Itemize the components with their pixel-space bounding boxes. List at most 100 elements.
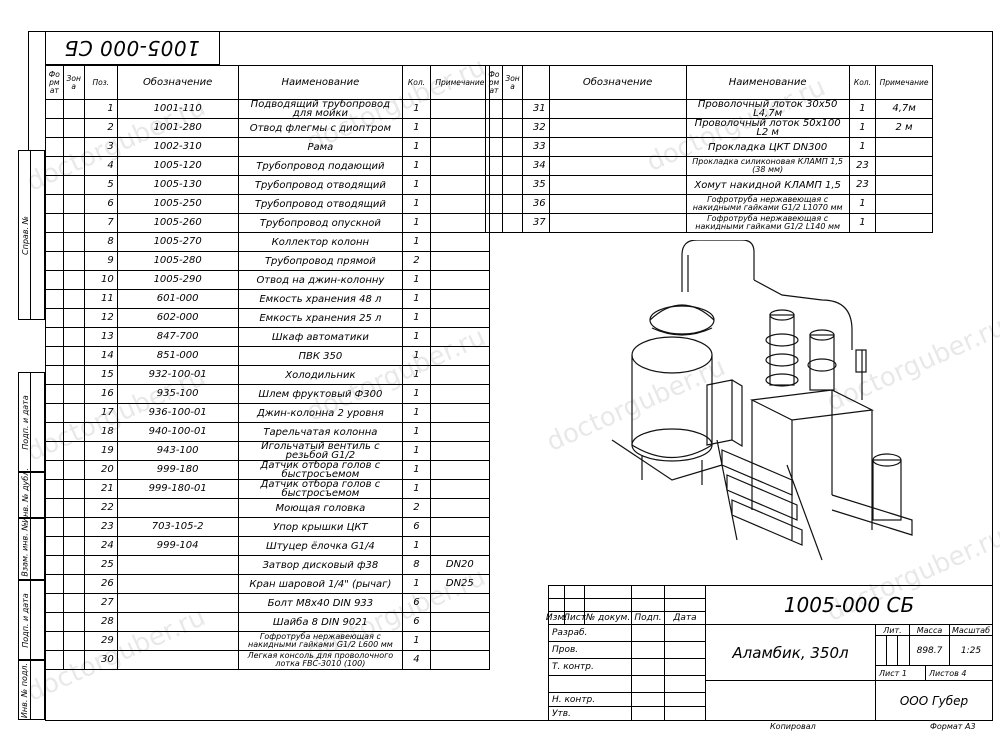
note-cell — [429, 289, 491, 309]
format-cell — [45, 593, 64, 613]
qty-cell: 1 — [402, 631, 431, 651]
zone-cell — [62, 593, 85, 613]
tb-ndoc: № докум. — [585, 612, 632, 625]
qty-cell: 8 — [402, 555, 431, 575]
name-cell: Датчик отбора голов с быстросъемом — [237, 479, 404, 499]
pos-cell: 27 — [83, 593, 118, 613]
pos-cell: 19 — [83, 441, 118, 461]
tb-sheet: Лист 1 — [876, 666, 926, 681]
zone-cell — [62, 460, 85, 480]
zone-cell — [501, 213, 524, 233]
qty-cell: 1 — [402, 365, 431, 385]
header-note: Примечание — [429, 65, 491, 100]
format-cell — [485, 175, 503, 195]
zone-cell — [62, 270, 85, 290]
note-cell — [429, 270, 491, 290]
zone-cell — [501, 194, 524, 214]
pos-cell: 7 — [83, 213, 118, 233]
side-strip-sprav: Справ. № — [18, 150, 45, 320]
qty-cell: 1 — [402, 213, 431, 233]
name-cell: Коллектор колонн — [237, 232, 404, 252]
qty-cell: 1 — [402, 289, 431, 309]
tb-date: Дата — [665, 612, 706, 625]
qty-cell: 1 — [848, 99, 877, 119]
format-label: Формат А3 — [930, 722, 976, 731]
pos-cell: 21 — [83, 479, 118, 499]
side-label-inv-podl: Инв. № подл. — [20, 662, 30, 718]
zone-cell — [62, 631, 85, 651]
qty-cell: 1 — [402, 175, 431, 195]
pos-cell: 26 — [83, 574, 118, 594]
name-cell: Гофротруба нержавеющая с накидными гайка… — [685, 213, 850, 233]
designation-cell — [116, 555, 239, 575]
format-cell — [45, 574, 64, 594]
note-cell — [429, 517, 491, 537]
name-cell: Рама — [237, 137, 404, 157]
note-cell — [429, 327, 491, 347]
format-cell — [45, 99, 64, 119]
pos-cell: 31 — [522, 99, 550, 119]
designation-cell: 935-100 — [116, 384, 239, 404]
pos-cell: 3 — [83, 137, 118, 157]
zone-cell — [62, 574, 85, 594]
zone-cell — [62, 441, 85, 461]
format-cell — [485, 194, 503, 214]
pos-cell: 20 — [83, 460, 118, 480]
designation-cell — [116, 650, 239, 670]
header-format: Фо рм ат — [485, 65, 503, 100]
name-cell: Проволочный лоток 50х100 L2 м — [685, 118, 850, 138]
header-qty: Кол. — [402, 65, 431, 100]
qty-cell: 1 — [402, 137, 431, 157]
zone-cell — [62, 213, 85, 233]
designation-cell: 940-100-01 — [116, 422, 239, 442]
note-cell — [429, 137, 491, 157]
zone-cell — [62, 175, 85, 195]
pos-cell: 4 — [83, 156, 118, 176]
header-pos: Поз. — [83, 65, 118, 100]
name-cell: Легкая консоль для проволочного лотка FB… — [237, 650, 404, 670]
zone-cell — [62, 422, 85, 442]
qty-cell: 1 — [402, 156, 431, 176]
pos-cell: 2 — [83, 118, 118, 138]
note-cell — [429, 498, 491, 518]
format-cell — [45, 118, 64, 138]
zone-cell — [62, 384, 85, 404]
spec-table-left: Фо рм ат Зон а Поз. Обозначение Наименов… — [45, 65, 491, 670]
side-label-podp-data: Подп. и дата — [20, 394, 30, 450]
tb-sheets: Листов 4 — [926, 666, 993, 681]
name-cell: Отвод на джин-колонну — [237, 270, 404, 290]
name-cell: Трубопровод опускной — [237, 213, 404, 233]
name-cell: Гофротруба нержавеющая с накидными гайка… — [237, 631, 404, 651]
note-cell: 4,7м — [875, 99, 933, 119]
qty-cell: 1 — [402, 327, 431, 347]
format-cell — [45, 213, 64, 233]
qty-cell: 2 — [402, 251, 431, 271]
header-designation: Обозначение — [548, 65, 687, 100]
pos-cell: 29 — [83, 631, 118, 651]
format-cell — [45, 308, 64, 328]
designation-cell: 851-000 — [116, 346, 239, 366]
qty-cell: 1 — [402, 118, 431, 138]
side-strip-vzam-inv: Взам. инв. № — [18, 518, 45, 580]
designation-cell: 601-000 — [116, 289, 239, 309]
tb-company: ООО Губер — [876, 681, 993, 721]
pos-cell: 18 — [83, 422, 118, 442]
note-cell — [429, 612, 491, 632]
qty-cell: 1 — [402, 441, 431, 461]
qty-cell: 1 — [402, 194, 431, 214]
tb-lit: Лит. — [876, 625, 910, 636]
name-cell: Шайба 8 DIN 9021 — [237, 612, 404, 632]
designation-cell — [548, 99, 687, 119]
pos-cell: 8 — [83, 232, 118, 252]
zone-cell — [62, 327, 85, 347]
alambic-isometric-drawing — [611, 240, 913, 561]
zone-cell — [62, 251, 85, 271]
